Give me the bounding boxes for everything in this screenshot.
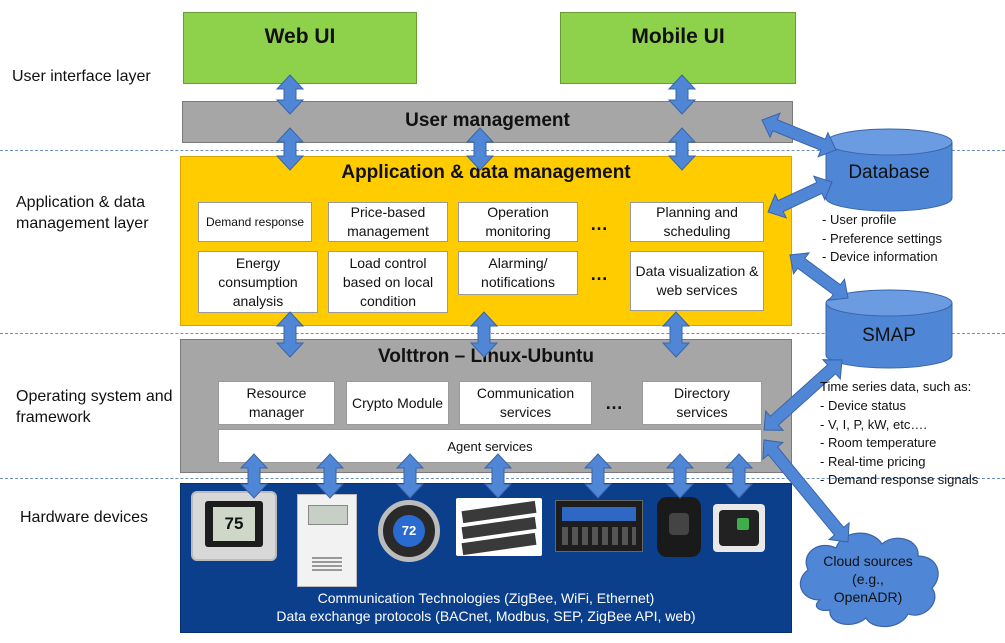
communication-technologies-text: Communication Technologies (ZigBee, WiFi…: [317, 590, 655, 606]
layer-label-os: Operating system and framework: [16, 388, 173, 426]
database-item: - Device information: [822, 249, 938, 264]
app-os-arrow: [275, 311, 305, 358]
os-hardware-arrow: [239, 453, 269, 499]
os-cloud-arrow: [762, 439, 850, 543]
database-item: - User profile: [822, 212, 897, 227]
app-os-arrow: [661, 311, 691, 358]
nest-thermostat-image: 72: [378, 500, 440, 562]
user-mgmt-app-arrow: [465, 127, 495, 171]
mobile-ui-label: Mobile UI: [631, 25, 725, 48]
layer-separator: [0, 333, 1005, 334]
operation-monitoring-box: Operation monitoring: [458, 202, 578, 242]
touchscreen-thermostat-image: 75: [191, 491, 277, 561]
database-item: - Preference settings: [822, 230, 942, 246]
web-ui-box: Web UI: [183, 12, 417, 84]
energy-consumption-analysis-box: Energy consumption analysis: [198, 251, 318, 313]
user-mgmt-database-arrow: [761, 112, 837, 158]
ellipsis: …: [590, 214, 608, 234]
smap-item: - Room temperature: [820, 435, 937, 450]
os-hardware-arrow: [724, 453, 754, 499]
smap-item: - Demand response signals: [820, 472, 979, 487]
os-hardware-arrow: [583, 453, 613, 499]
layer-label-hw: Hardware devices: [20, 509, 149, 526]
planning-scheduling-box: Planning and scheduling: [630, 202, 764, 242]
lighting-ballasts-image: [456, 498, 542, 556]
thermostat-reading: 75: [213, 507, 255, 541]
web-ui-label: Web UI: [264, 25, 336, 48]
cloud-label-line: Cloud sources: [823, 553, 913, 569]
arrows-group: [239, 74, 850, 543]
communication-services-box: Communication services: [459, 381, 592, 425]
resource-manager-box: Resource manager: [218, 381, 335, 425]
smap-list: - Device status - V, I, P, kW, etc…. - R…: [820, 397, 978, 490]
os-hardware-arrow: [395, 453, 425, 499]
smap-label: SMAP: [862, 325, 916, 346]
data-visualization-box: Data visualization & web services: [630, 251, 764, 311]
cloud-label: Cloud sources (e.g., OpenADR): [806, 552, 930, 606]
cloud-label-line: OpenADR): [833, 589, 903, 605]
price-based-management-box: Price-based management: [328, 202, 448, 242]
database-label: Database: [848, 162, 930, 183]
smap-intro: Time series data, such as:: [820, 379, 972, 394]
nest-reading: 72: [393, 515, 425, 547]
data-exchange-protocols-text: Data exchange protocols (BACnet, Modbus,…: [276, 608, 696, 624]
layer-separator: [0, 150, 1005, 151]
os-smap-arrow: [763, 359, 843, 431]
os-hardware-arrow: [315, 453, 345, 499]
smart-plug-image: [657, 497, 701, 557]
ellipsis: …: [590, 264, 608, 284]
wall-thermostat-image: [297, 494, 357, 587]
user-mgmt-app-arrow: [275, 127, 305, 171]
database-cylinder: [825, 128, 953, 212]
sensor-module-image: [713, 504, 765, 552]
app-data-management-title: Application & data management: [341, 162, 631, 183]
app-smap-arrow: [789, 252, 849, 301]
ellipsis: …: [605, 393, 623, 413]
layer-label-app: Application & data management layer: [16, 194, 149, 232]
database-list: - User profile - Preference settings - D…: [822, 211, 942, 267]
cloud-label-line: (e.g.,: [852, 571, 884, 587]
user-mgmt-app-arrow: [667, 127, 697, 171]
power-meter-image: [555, 500, 643, 552]
cloud-shape: [799, 532, 939, 628]
app-os-arrow: [469, 311, 499, 358]
mobile-ui-box: Mobile UI: [560, 12, 796, 84]
smap-item: - Device status: [820, 398, 906, 413]
mobile-ui-arrow: [667, 74, 697, 115]
directory-services-box: Directory services: [642, 381, 762, 425]
volttron-title: Volttron – Linux-Ubuntu: [378, 346, 594, 367]
load-control-box: Load control based on local condition: [328, 251, 448, 313]
demand-response-box: Demand response: [198, 202, 312, 242]
layer-label-ui: User interface layer: [12, 68, 151, 85]
crypto-module-box: Crypto Module: [346, 381, 449, 425]
smap-cylinder: [825, 289, 953, 369]
smap-item: - V, I, P, kW, etc….: [820, 416, 927, 432]
alarming-notifications-box: Alarming/ notifications: [458, 251, 578, 295]
user-management-label: User management: [405, 110, 570, 131]
os-hardware-arrow: [483, 453, 513, 499]
app-database-arrow: [767, 175, 833, 219]
os-hardware-arrow: [665, 453, 695, 499]
smap-item: - Real-time pricing: [820, 453, 926, 469]
web-ui-arrow: [275, 74, 305, 115]
